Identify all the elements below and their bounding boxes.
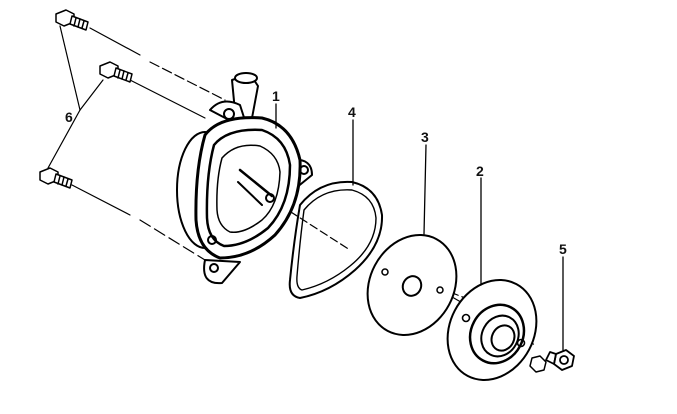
gasket-disc [366,234,458,336]
cover-plate [446,279,547,381]
housing [176,72,313,285]
callout-6: 6 [65,109,73,125]
callout-1: 1 [272,88,280,104]
bolt-leader-lines [47,25,104,169]
callout-3: 3 [421,129,429,145]
callout-4: 4 [348,104,356,120]
screw [545,349,575,371]
callout-5: 5 [559,241,567,257]
bolt-middle [99,61,133,83]
callout-leaders [275,103,564,351]
callout-2: 2 [476,163,484,179]
bolt-top [55,9,89,31]
bolt-bottom [39,167,73,189]
o-ring [288,180,384,299]
